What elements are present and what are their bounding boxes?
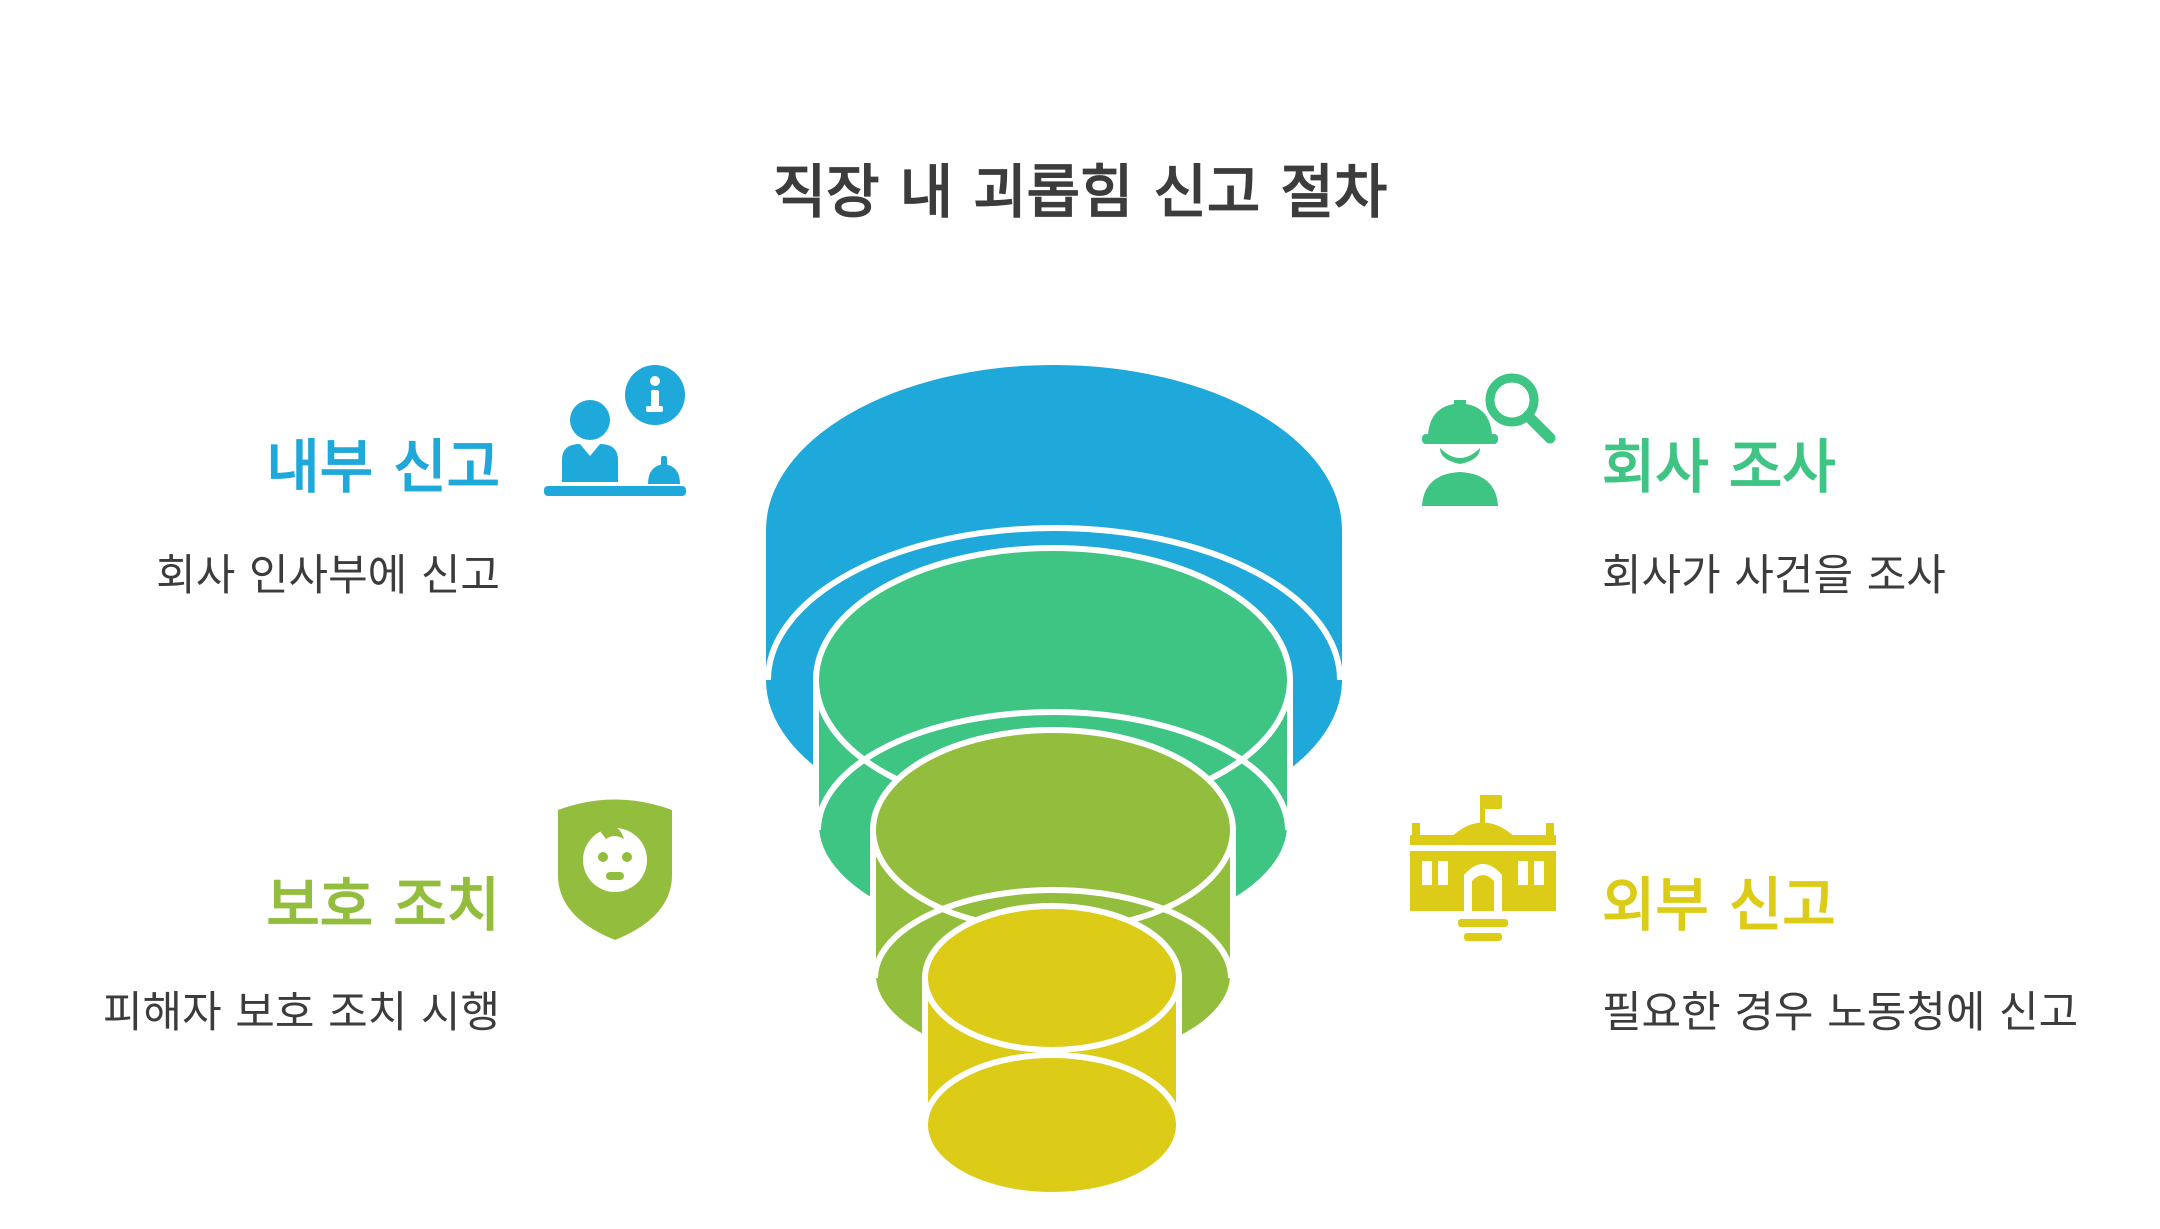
step-company-investigation-description: 회사가 사건을 조사 [1602, 551, 1946, 601]
step-external-report-title: 외부 신고 [1602, 871, 1836, 939]
reception-desk-info-icon [544, 365, 686, 496]
step-protection-title: 보호 조치 [266, 871, 500, 939]
worker-search-icon [1422, 373, 1556, 506]
step-external-report-description: 필요한 경우 노동청에 신고 [1602, 988, 2079, 1038]
step-protection-description: 피해자 보호 조치 시행 [102, 988, 500, 1038]
step-internal-report-title: 내부 신고 [266, 433, 500, 501]
step-company-investigation-title: 회사 조사 [1602, 433, 1836, 501]
government-building-icon [1410, 795, 1556, 941]
step-internal-report-description: 회사 인사부에 신고 [156, 551, 500, 601]
child-shield-icon [558, 799, 672, 940]
page-title: 직장 내 괴롭힘 신고 절차 [772, 158, 1388, 226]
funnel-tier-external-report [922, 903, 1182, 1198]
